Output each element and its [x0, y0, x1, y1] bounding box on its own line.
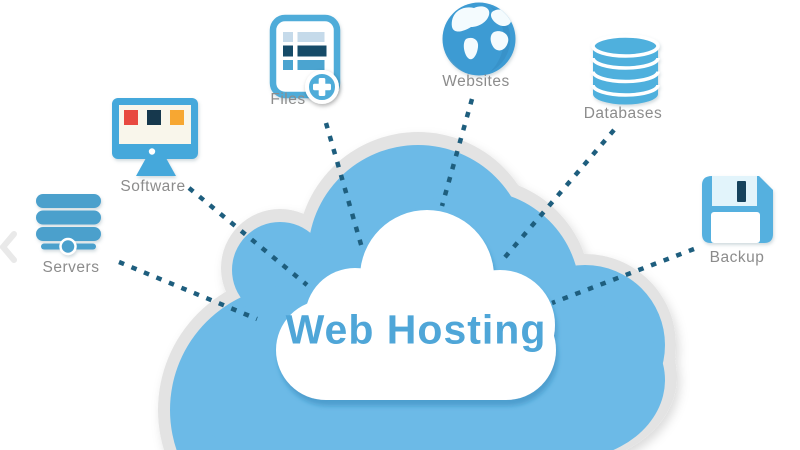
connector-databases — [498, 128, 616, 265]
connector-lines — [118, 98, 695, 322]
add-plus-badge — [305, 70, 339, 104]
node-label-files: Files — [270, 91, 306, 108]
connector-files — [323, 122, 365, 249]
floppy-disk-icon — [702, 176, 773, 243]
globe-icon — [442, 2, 516, 76]
node-label-backup: Backup — [709, 249, 765, 266]
left-edge-chevron-icon — [0, 231, 17, 263]
connector-servers — [118, 259, 258, 322]
connector-backup — [551, 246, 695, 306]
connector-websites — [439, 98, 475, 207]
document-add-icon — [269, 14, 341, 104]
database-cylinder-icon — [591, 34, 660, 105]
node-label-software: Software — [120, 178, 186, 195]
inner-cloud — [276, 210, 556, 400]
node-label-websites: Websites — [442, 73, 510, 90]
node-label-servers: Servers — [42, 259, 100, 276]
server-stack-icon — [36, 194, 101, 256]
desktop-monitor-icon — [112, 98, 198, 176]
diagram-title: Web Hosting — [285, 306, 547, 353]
node-label-databases: Databases — [583, 105, 663, 122]
